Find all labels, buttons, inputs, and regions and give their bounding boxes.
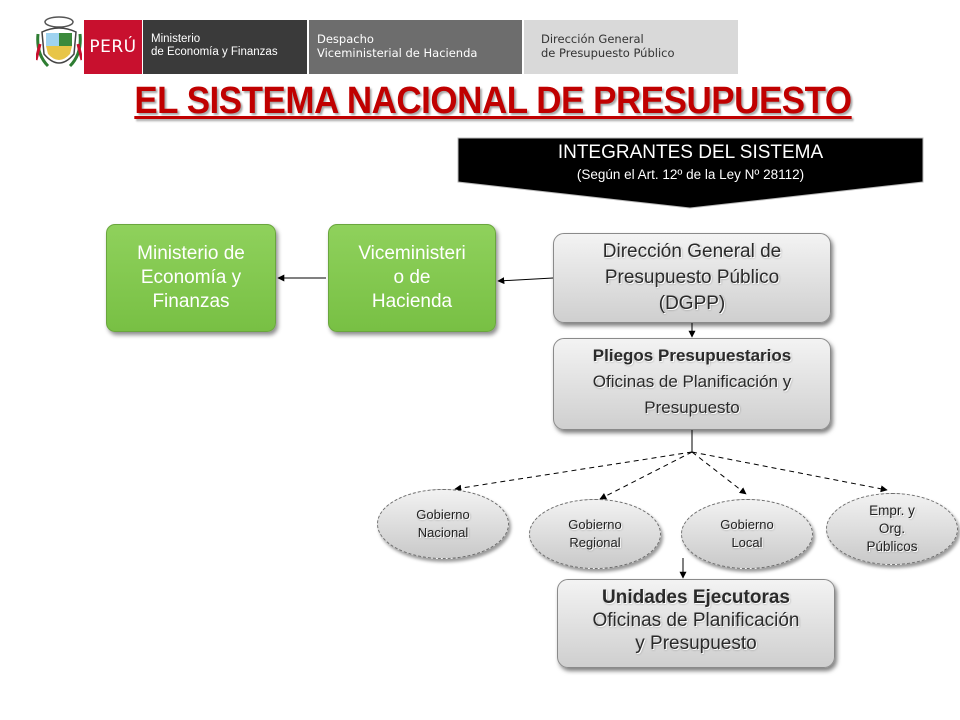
node-mef: Ministerio de Economía y Finanzas [106,224,276,332]
node-empresas-organismos: Empr. y Org. Públicos [826,493,958,565]
gob-local-line2: Local [731,535,763,550]
coat-of-arms-logo [36,16,82,68]
header-office-line1: Despacho [317,32,374,46]
node-gobierno-local: Gobierno Local [681,499,813,569]
header-ministry-box: Ministerio de Economía y Finanzas [143,20,307,74]
node-pliegos-heading: Pliegos Presupuestarios [592,346,792,365]
node-unidades-heading: Unidades Ejecutoras [602,587,790,608]
node-pliegos-line2: Oficinas de Planificación y [592,372,792,391]
node-vmh-line3: Hacienda [371,291,453,312]
gob-regional-line1: Gobierno [568,517,622,532]
banner-title: INTEGRANTES DEL SISTEMA [557,142,824,163]
node-dgpp: Dirección General de Presupuesto Público… [553,233,831,323]
peru-brand-box: PERÚ [84,20,142,74]
node-unidades-line3: y Presupuesto [635,633,757,654]
gob-regional-line2: Regional [569,535,621,550]
node-viceministerio: Viceministeri o de Hacienda [328,224,496,332]
node-unidades-ejecutoras: Unidades Ejecutoras Oficinas de Planific… [557,579,835,668]
node-dgpp-line2: Presupuesto Público [604,267,780,288]
page-title: EL SISTEMA NACIONAL DE PRESUPUESTO [134,80,852,122]
node-pliegos-line3: Presupuesto [644,398,740,417]
node-gobierno-nacional: Gobierno Nacional [377,489,509,559]
header-ministry-line2: de Economía y Finanzas [151,46,278,58]
gob-local-line1: Gobierno [720,517,774,532]
node-dgpp-line1: Dirección General de [602,241,782,262]
header-ministry-line1: Ministerio [151,33,201,45]
gob-nacional-line1: Gobierno [416,507,470,522]
arrow-dgpp-to-vmh [497,277,554,285]
gob-nacional-line2: Nacional [417,525,469,540]
members-banner [457,137,924,209]
node-vmh-line2: o de [393,267,431,288]
node-mef-label: Ministerio de Economía y Finanzas [137,243,245,312]
node-dgpp-line3: (DGPP) [658,293,726,314]
header-direction-box: Dirección General de Presupuesto Público [524,20,738,74]
empresas-line2: Org. [878,521,906,536]
banner-subtitle: (Según el Art. 12º de la Ley Nº 28112) [576,167,805,182]
dashed-arrow-to-empresas [691,451,888,493]
dashed-arrow-to-gob-local [691,451,747,495]
header-office-box: Despacho Viceministerial de Hacienda [309,20,522,74]
dashed-arrow-to-gob-nacional [454,451,693,492]
empresas-line1: Empr. y [869,503,915,518]
header-office-line2: Viceministerial de Hacienda [317,46,478,60]
header-direction-line2: de Presupuesto Público [541,46,675,60]
empresas-line3: Públicos [866,539,918,554]
node-viceministerio-label: Viceministeri o de Hacienda [358,242,465,314]
header-direction-line1: Dirección General [541,32,644,46]
node-unidades-line2: Oficinas de Planificación [592,610,800,631]
node-gobierno-regional: Gobierno Regional [529,499,661,569]
node-vmh-line1: Viceministeri [358,243,466,264]
dashed-arrow-to-gob-regional [599,451,693,500]
node-pliegos: Pliegos Presupuestarios Oficinas de Plan… [553,338,831,430]
